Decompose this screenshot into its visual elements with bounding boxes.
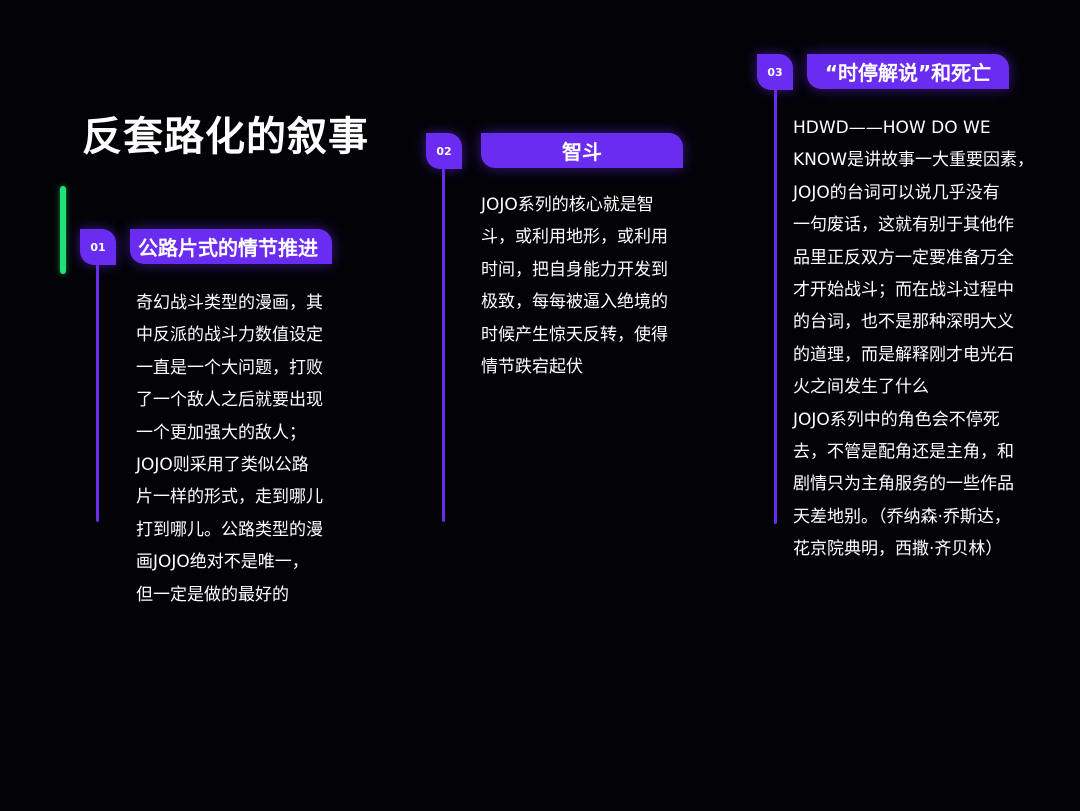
section-body-3: HDWD——HOW DO WE KNOW是讲故事一大重要因素， JOJO的台词可…: [793, 118, 1035, 560]
section-body-1: 奇幻战斗类型的漫画，其 中反派的战斗力数值设定 一直是一个大问题，打败 了一个敌…: [136, 293, 323, 605]
section-number-badge-1: 01: [80, 229, 116, 265]
section-heading-2: 智斗: [481, 133, 683, 168]
timeline-line-1: [96, 262, 99, 522]
section-number-badge-2: 02: [426, 133, 462, 169]
title-accent-bar: [60, 186, 66, 274]
page-title: 反套路化的叙事: [82, 114, 369, 160]
timeline-line-3: [774, 88, 777, 524]
section-number-badge-3: 03: [757, 54, 793, 90]
timeline-line-2: [442, 166, 445, 522]
section-heading-1: 公路片式的情节推进: [130, 229, 332, 264]
section-body-2: JOJO系列的核心就是智 斗，或利用地形，或利用 时间，把自身能力开发到 极致，…: [481, 195, 668, 378]
section-heading-3: “时停解说”和死亡: [807, 54, 1009, 89]
